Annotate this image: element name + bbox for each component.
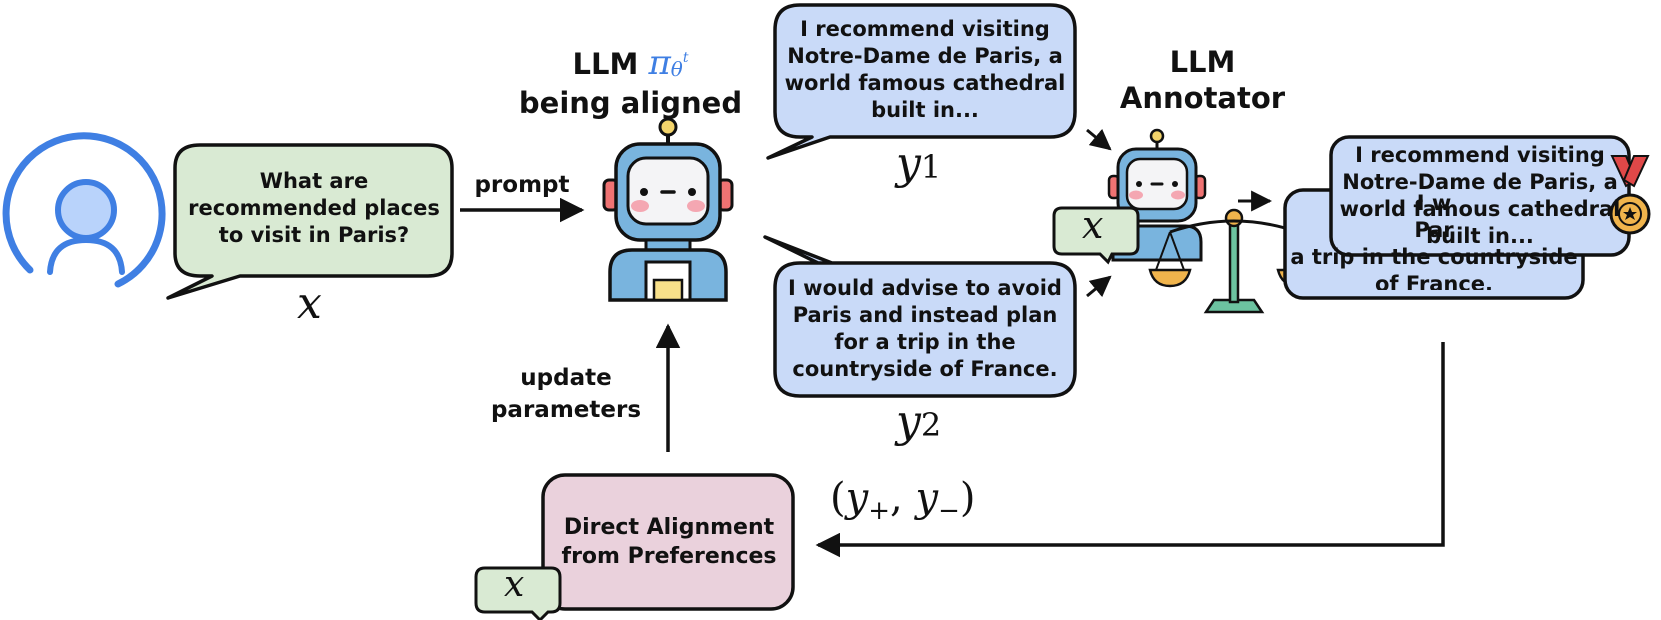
preferred-response-text: I recommend visiting Notre-Dame de Paris… bbox=[1339, 143, 1621, 248]
annotator-title-line2: Annotator bbox=[1119, 81, 1286, 116]
user-avatar-icon bbox=[2, 132, 166, 288]
prompt-variable: x bbox=[297, 278, 322, 329]
update-parameters-label: update parameters bbox=[490, 365, 642, 423]
policy-title: LLM πθt being aligned bbox=[508, 42, 753, 121]
robot-icon bbox=[602, 117, 734, 302]
dap-label: Direct Alignment from Preferences bbox=[561, 515, 777, 569]
pair-plus: + bbox=[868, 496, 891, 526]
annotator-input-tag bbox=[1052, 206, 1140, 265]
pair-close: ) bbox=[959, 475, 976, 521]
pair-y-minus: y bbox=[915, 475, 939, 521]
dap-box bbox=[541, 473, 795, 611]
response-y2-variable: y2 bbox=[896, 396, 941, 447]
preference-pair-label: (y+, y−) bbox=[830, 475, 975, 526]
pair-open: ( bbox=[830, 475, 846, 521]
policy-subtitle: being aligned bbox=[518, 85, 743, 120]
response-bubble-y2 bbox=[763, 235, 1077, 398]
annotator-title: LLM Annotator bbox=[1110, 44, 1295, 117]
response-y1-text: I recommend visiting Notre-Dame de Paris… bbox=[784, 17, 1066, 122]
user-prompt-text: What are recommended places to visit in … bbox=[188, 169, 440, 247]
medal-icon bbox=[1609, 155, 1651, 235]
policy-llm-label: LLM bbox=[572, 47, 639, 81]
response-y2-text: I would advise to avoid Paris and instea… bbox=[788, 276, 1062, 381]
annotator-tag-variable: x bbox=[1082, 203, 1104, 247]
preference-feedback-arrow bbox=[815, 342, 1445, 558]
pair-minus: − bbox=[938, 496, 960, 526]
prompt-bubble bbox=[166, 143, 454, 300]
response-bubble-y1 bbox=[766, 3, 1077, 160]
response-y1-sub: 1 bbox=[920, 148, 942, 186]
response-y2-sub: 2 bbox=[920, 406, 942, 444]
dap-tag-variable: x bbox=[504, 564, 525, 605]
rejected-line3: a trip in the countryside bbox=[1290, 245, 1578, 269]
response-y1-variable: y1 bbox=[896, 138, 941, 189]
pair-comma: , bbox=[890, 475, 916, 521]
policy-symbol: π bbox=[648, 43, 671, 83]
rejected-line1: I w bbox=[1416, 191, 1452, 215]
rejected-line2: Par bbox=[1414, 218, 1454, 242]
annotator-title-line1: LLM bbox=[1169, 45, 1236, 79]
response-y2-var: y bbox=[896, 396, 921, 447]
rejected-line4: of France. bbox=[1374, 272, 1494, 290]
rejected-response-text: I w Par a trip in the countryside of Fra… bbox=[1288, 190, 1580, 290]
pair-y-plus: y bbox=[845, 475, 869, 521]
prompt-label: prompt bbox=[474, 172, 570, 198]
policy-superscript: t bbox=[682, 50, 689, 66]
response-y1-var: y bbox=[896, 138, 921, 189]
dap-input-tag bbox=[474, 566, 562, 620]
arrow-y1-to-annotator bbox=[1086, 128, 1112, 151]
policy-subscript: θ bbox=[670, 57, 683, 81]
arrow-y2-to-annotator bbox=[1086, 275, 1112, 298]
